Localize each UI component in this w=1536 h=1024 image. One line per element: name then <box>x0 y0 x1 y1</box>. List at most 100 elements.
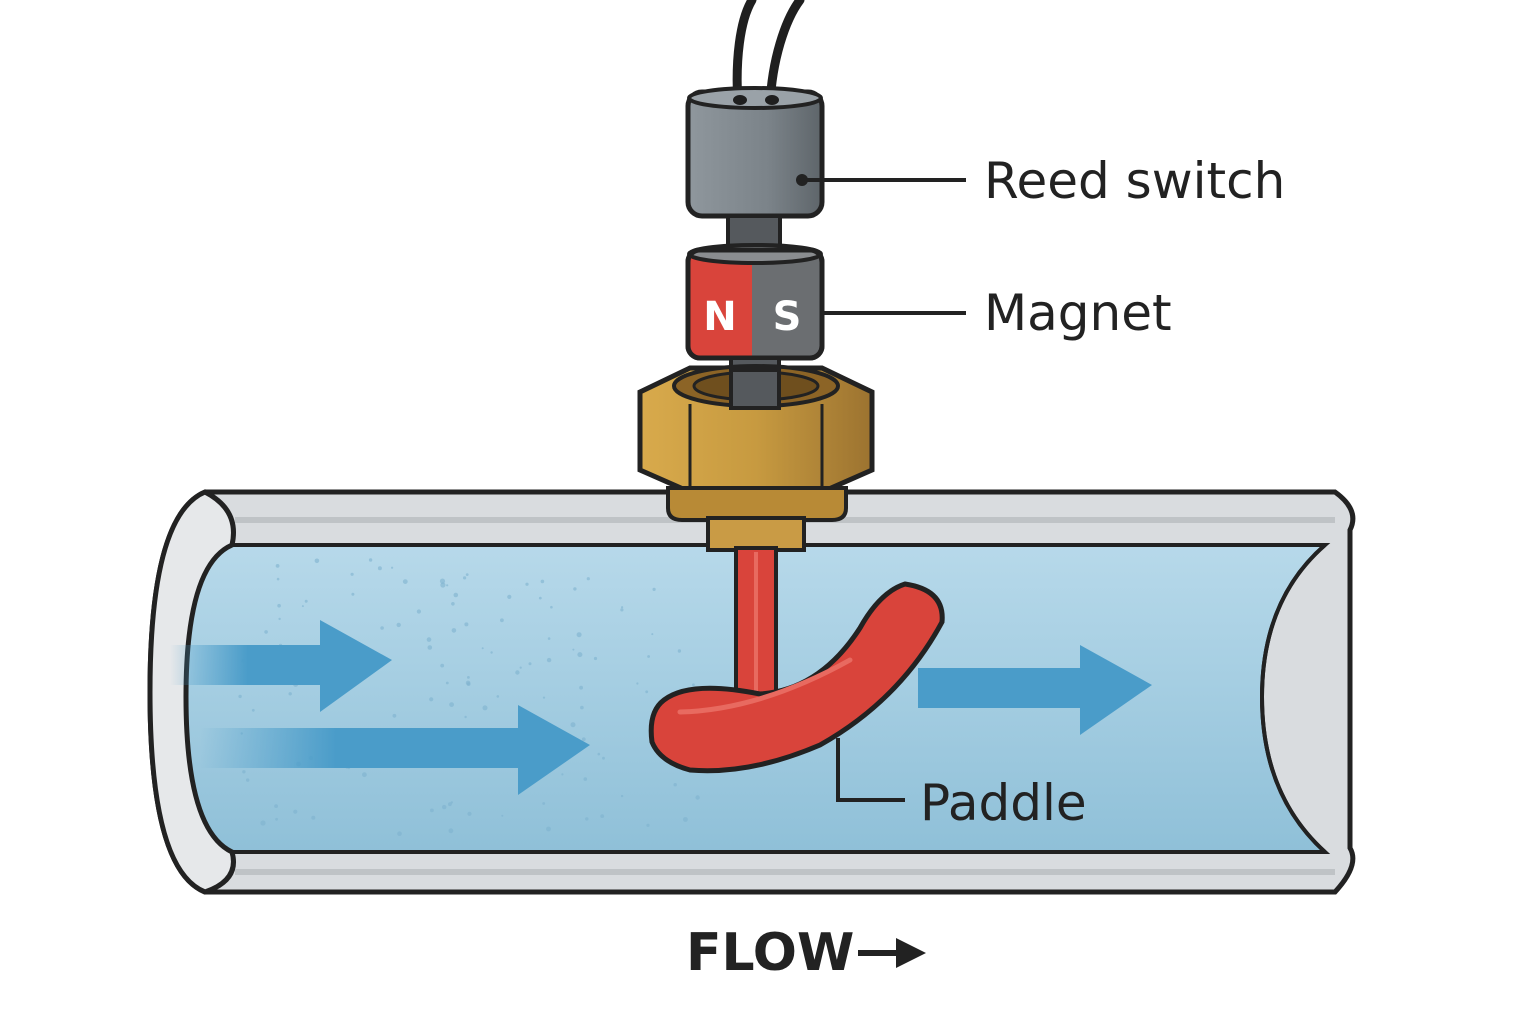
water-speckle <box>579 685 583 690</box>
flow-arrows <box>170 620 1152 795</box>
water-speckle <box>542 802 546 805</box>
water-speckle <box>583 777 588 781</box>
callout-magnet: Magnet <box>822 284 1172 342</box>
water-speckle <box>377 566 382 571</box>
water-speckle <box>647 655 650 658</box>
water-speckle <box>429 697 434 702</box>
water-speckle <box>651 633 654 636</box>
magnet-north-label: N <box>703 294 736 340</box>
water-speckle <box>593 656 598 661</box>
water-speckle <box>293 809 298 814</box>
water-speckle <box>600 814 605 818</box>
water-speckle <box>482 705 488 711</box>
pipe-right-opening <box>1259 543 1327 854</box>
water-speckle <box>546 657 552 663</box>
water-speckle <box>451 628 457 633</box>
water-speckle <box>277 603 281 608</box>
magnet-label: Magnet <box>984 284 1172 342</box>
water-speckle <box>449 702 454 707</box>
water-speckle <box>528 662 532 666</box>
flow-arrow-right <box>918 645 1152 735</box>
water-speckle <box>586 577 590 581</box>
water-speckle <box>538 596 542 600</box>
water-speckle <box>442 804 447 810</box>
water-speckle <box>465 573 469 576</box>
brass-fitting <box>637 364 875 552</box>
water-speckle <box>636 682 639 685</box>
water-speckle <box>453 592 459 598</box>
water-speckle <box>463 576 467 580</box>
water-speckle <box>467 676 470 679</box>
water-speckle <box>430 808 434 813</box>
water-speckle <box>519 666 522 669</box>
water-speckle <box>547 637 551 640</box>
water-speckle <box>451 602 455 606</box>
water-speckle <box>490 651 493 654</box>
water-speckle <box>496 695 500 698</box>
water-speckle <box>645 690 649 694</box>
water-speckle <box>426 637 432 642</box>
water-speckle <box>362 772 367 778</box>
water-speckle <box>396 622 401 628</box>
water-speckle <box>573 587 577 591</box>
callout-paddle: Paddle <box>836 738 1087 832</box>
water-speckle <box>580 705 584 710</box>
water-speckle <box>695 795 700 800</box>
magnet-south-label: S <box>773 294 802 340</box>
water-speckle <box>439 578 446 584</box>
water-speckle <box>276 577 280 581</box>
water-speckle <box>450 801 453 804</box>
water-speckle <box>652 587 656 592</box>
water-speckle <box>304 599 308 603</box>
water-speckle <box>445 681 449 685</box>
water-speckle <box>246 778 250 782</box>
water-speckle <box>561 773 564 776</box>
water-speckle <box>368 558 373 562</box>
water-speckle <box>621 606 624 609</box>
water-speckle <box>481 647 484 650</box>
water-speckle <box>314 558 320 564</box>
water-speckle <box>581 737 586 742</box>
water-speckle <box>448 802 452 807</box>
paddle <box>648 546 945 774</box>
water-speckle <box>301 605 304 608</box>
water-speckle <box>427 645 433 650</box>
water-speckle <box>274 804 278 808</box>
flow-arrow-upper-left <box>170 620 392 712</box>
water-speckle <box>251 708 255 712</box>
water-speckle <box>572 648 575 651</box>
water-speckle <box>260 820 266 826</box>
water-speckle <box>501 814 504 817</box>
water-speckle <box>264 630 268 634</box>
right-arrow-icon <box>858 938 926 968</box>
reed-switch-label: Reed switch <box>984 152 1285 210</box>
water-speckle <box>515 670 520 675</box>
water-speckle <box>311 815 316 820</box>
water-speckle <box>597 752 601 756</box>
flow-caption: FLOW <box>686 923 926 983</box>
water-speckle <box>570 722 576 728</box>
water-speckle <box>464 622 469 627</box>
flow-label: FLOW <box>686 923 854 983</box>
water-speckle <box>507 594 512 600</box>
pipe-left-rim <box>147 489 236 895</box>
water-speckle <box>464 715 467 719</box>
water-speckle <box>620 608 624 612</box>
water-speckle <box>380 626 384 630</box>
water-speckle <box>278 617 281 621</box>
reed-switch <box>685 86 825 252</box>
water-speckle <box>350 572 354 576</box>
water-speckle <box>683 817 688 822</box>
water-speckle <box>448 828 454 834</box>
water-speckle <box>620 794 624 798</box>
paddle-label: Paddle <box>920 774 1087 832</box>
water-speckle <box>677 649 682 653</box>
water-speckle <box>440 582 446 588</box>
water-speckle <box>440 663 445 668</box>
water-speckle <box>467 811 472 816</box>
water-speckle <box>397 831 402 836</box>
flow-arrow-lower-left <box>200 705 590 795</box>
water-speckle <box>466 682 471 686</box>
water-speckle <box>692 683 695 687</box>
water-speckle <box>525 582 529 586</box>
